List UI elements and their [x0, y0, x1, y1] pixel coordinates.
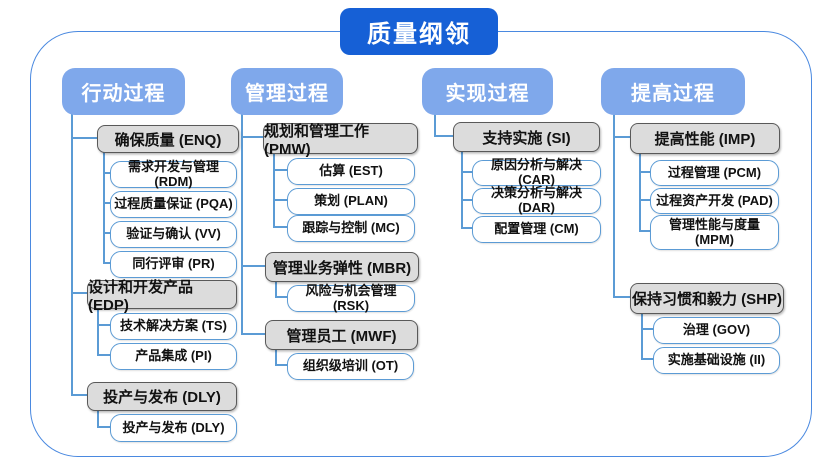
connector-line	[275, 347, 277, 366]
node-si: 支持实施 (SI)	[453, 122, 600, 152]
connector-line	[434, 113, 436, 137]
connector-line	[97, 426, 111, 428]
connector-line	[275, 296, 288, 298]
node-pr: 同行评审 (PR)	[110, 251, 237, 278]
node-pad: 过程资产开发 (PAD)	[650, 188, 779, 214]
connector-line	[641, 311, 643, 359]
connector-line	[273, 151, 275, 228]
connector-line	[434, 135, 454, 137]
connector-line	[241, 136, 264, 138]
node-mc: 跟踪与控制 (MC)	[287, 215, 415, 242]
connector-line	[71, 114, 73, 396]
connector-line	[103, 172, 111, 174]
node-rsk: 风险与机会管理 (RSK)	[287, 283, 415, 312]
node-shp: 保持习惯和毅力 (SHP)	[630, 283, 784, 314]
connector-line	[103, 232, 111, 234]
connector-line	[97, 354, 111, 356]
connector-line	[97, 306, 99, 356]
connector-line	[639, 230, 651, 232]
node-rdm: 需求开发与管理 (RDM)	[110, 159, 237, 188]
node-pqa: 过程质量保证 (PQA)	[110, 191, 237, 218]
connector-line	[97, 408, 99, 428]
connector-line	[241, 114, 243, 335]
connector-line	[641, 358, 654, 360]
node-edp: 设计和开发产品 (EDP)	[87, 279, 237, 314]
connector-line	[273, 226, 288, 228]
node-dly-sub: 投产与发布 (DLY)	[110, 414, 237, 442]
connector-line	[97, 324, 111, 326]
connector-line	[461, 199, 473, 201]
node-mbr: 管理业务弹性 (MBR)	[265, 252, 419, 282]
node-car: 原因分析与解决 (CAR)	[472, 157, 601, 187]
connector-line	[639, 171, 651, 173]
node-mwf: 管理员工 (MWF)	[265, 320, 418, 350]
node-ts: 技术解决方案 (TS)	[110, 313, 237, 340]
node-pcm: 过程管理 (PCM)	[650, 160, 779, 186]
node-dly: 投产与发布 (DLY)	[87, 382, 237, 411]
connector-line	[71, 292, 88, 294]
connector-line	[461, 149, 463, 229]
connector-line	[461, 171, 473, 173]
connector-line	[71, 137, 98, 139]
column-header-implementation-process: 实现过程	[422, 68, 553, 115]
node-cm: 配置管理 (CM)	[472, 216, 601, 243]
column-header-improvement-process: 提高过程	[601, 68, 745, 115]
connector-line	[613, 296, 631, 298]
connector-line	[103, 262, 111, 264]
connector-line	[273, 169, 288, 171]
node-enq: 确保质量 (ENQ)	[97, 125, 239, 153]
connector-line	[275, 364, 288, 366]
connector-line	[103, 150, 105, 264]
connector-line	[241, 333, 266, 335]
node-ii: 实施基础设施 (II)	[653, 347, 780, 374]
node-gov: 治理 (GOV)	[653, 317, 780, 344]
column-header-management-process: 管理过程	[231, 68, 343, 115]
connector-line	[273, 199, 288, 201]
connector-line	[275, 279, 277, 298]
connector-line	[103, 202, 111, 204]
node-pi: 产品集成 (PI)	[110, 343, 237, 370]
connector-line	[639, 151, 641, 231]
column-header-action-process: 行动过程	[62, 68, 185, 115]
node-est: 估算 (EST)	[287, 158, 415, 185]
connector-line	[241, 265, 266, 267]
node-pmw: 规划和管理工作 (PMW)	[263, 123, 418, 158]
node-ot: 组织级培训 (OT)	[287, 353, 414, 380]
node-mpm: 管理性能与度量 (MPM)	[650, 215, 779, 250]
connector-line	[71, 394, 88, 396]
node-plan: 策划 (PLAN)	[287, 188, 415, 215]
connector-line	[639, 199, 651, 201]
diagram-title: 质量纲领	[340, 8, 498, 55]
node-vv: 验证与确认 (VV)	[110, 221, 237, 248]
connector-line	[641, 328, 654, 330]
connector-line	[613, 136, 631, 138]
node-imp: 提高性能 (IMP)	[630, 123, 780, 154]
connector-line	[613, 114, 615, 298]
connector-line	[461, 227, 473, 229]
node-dar: 决策分析与解决 (DAR)	[472, 185, 601, 215]
